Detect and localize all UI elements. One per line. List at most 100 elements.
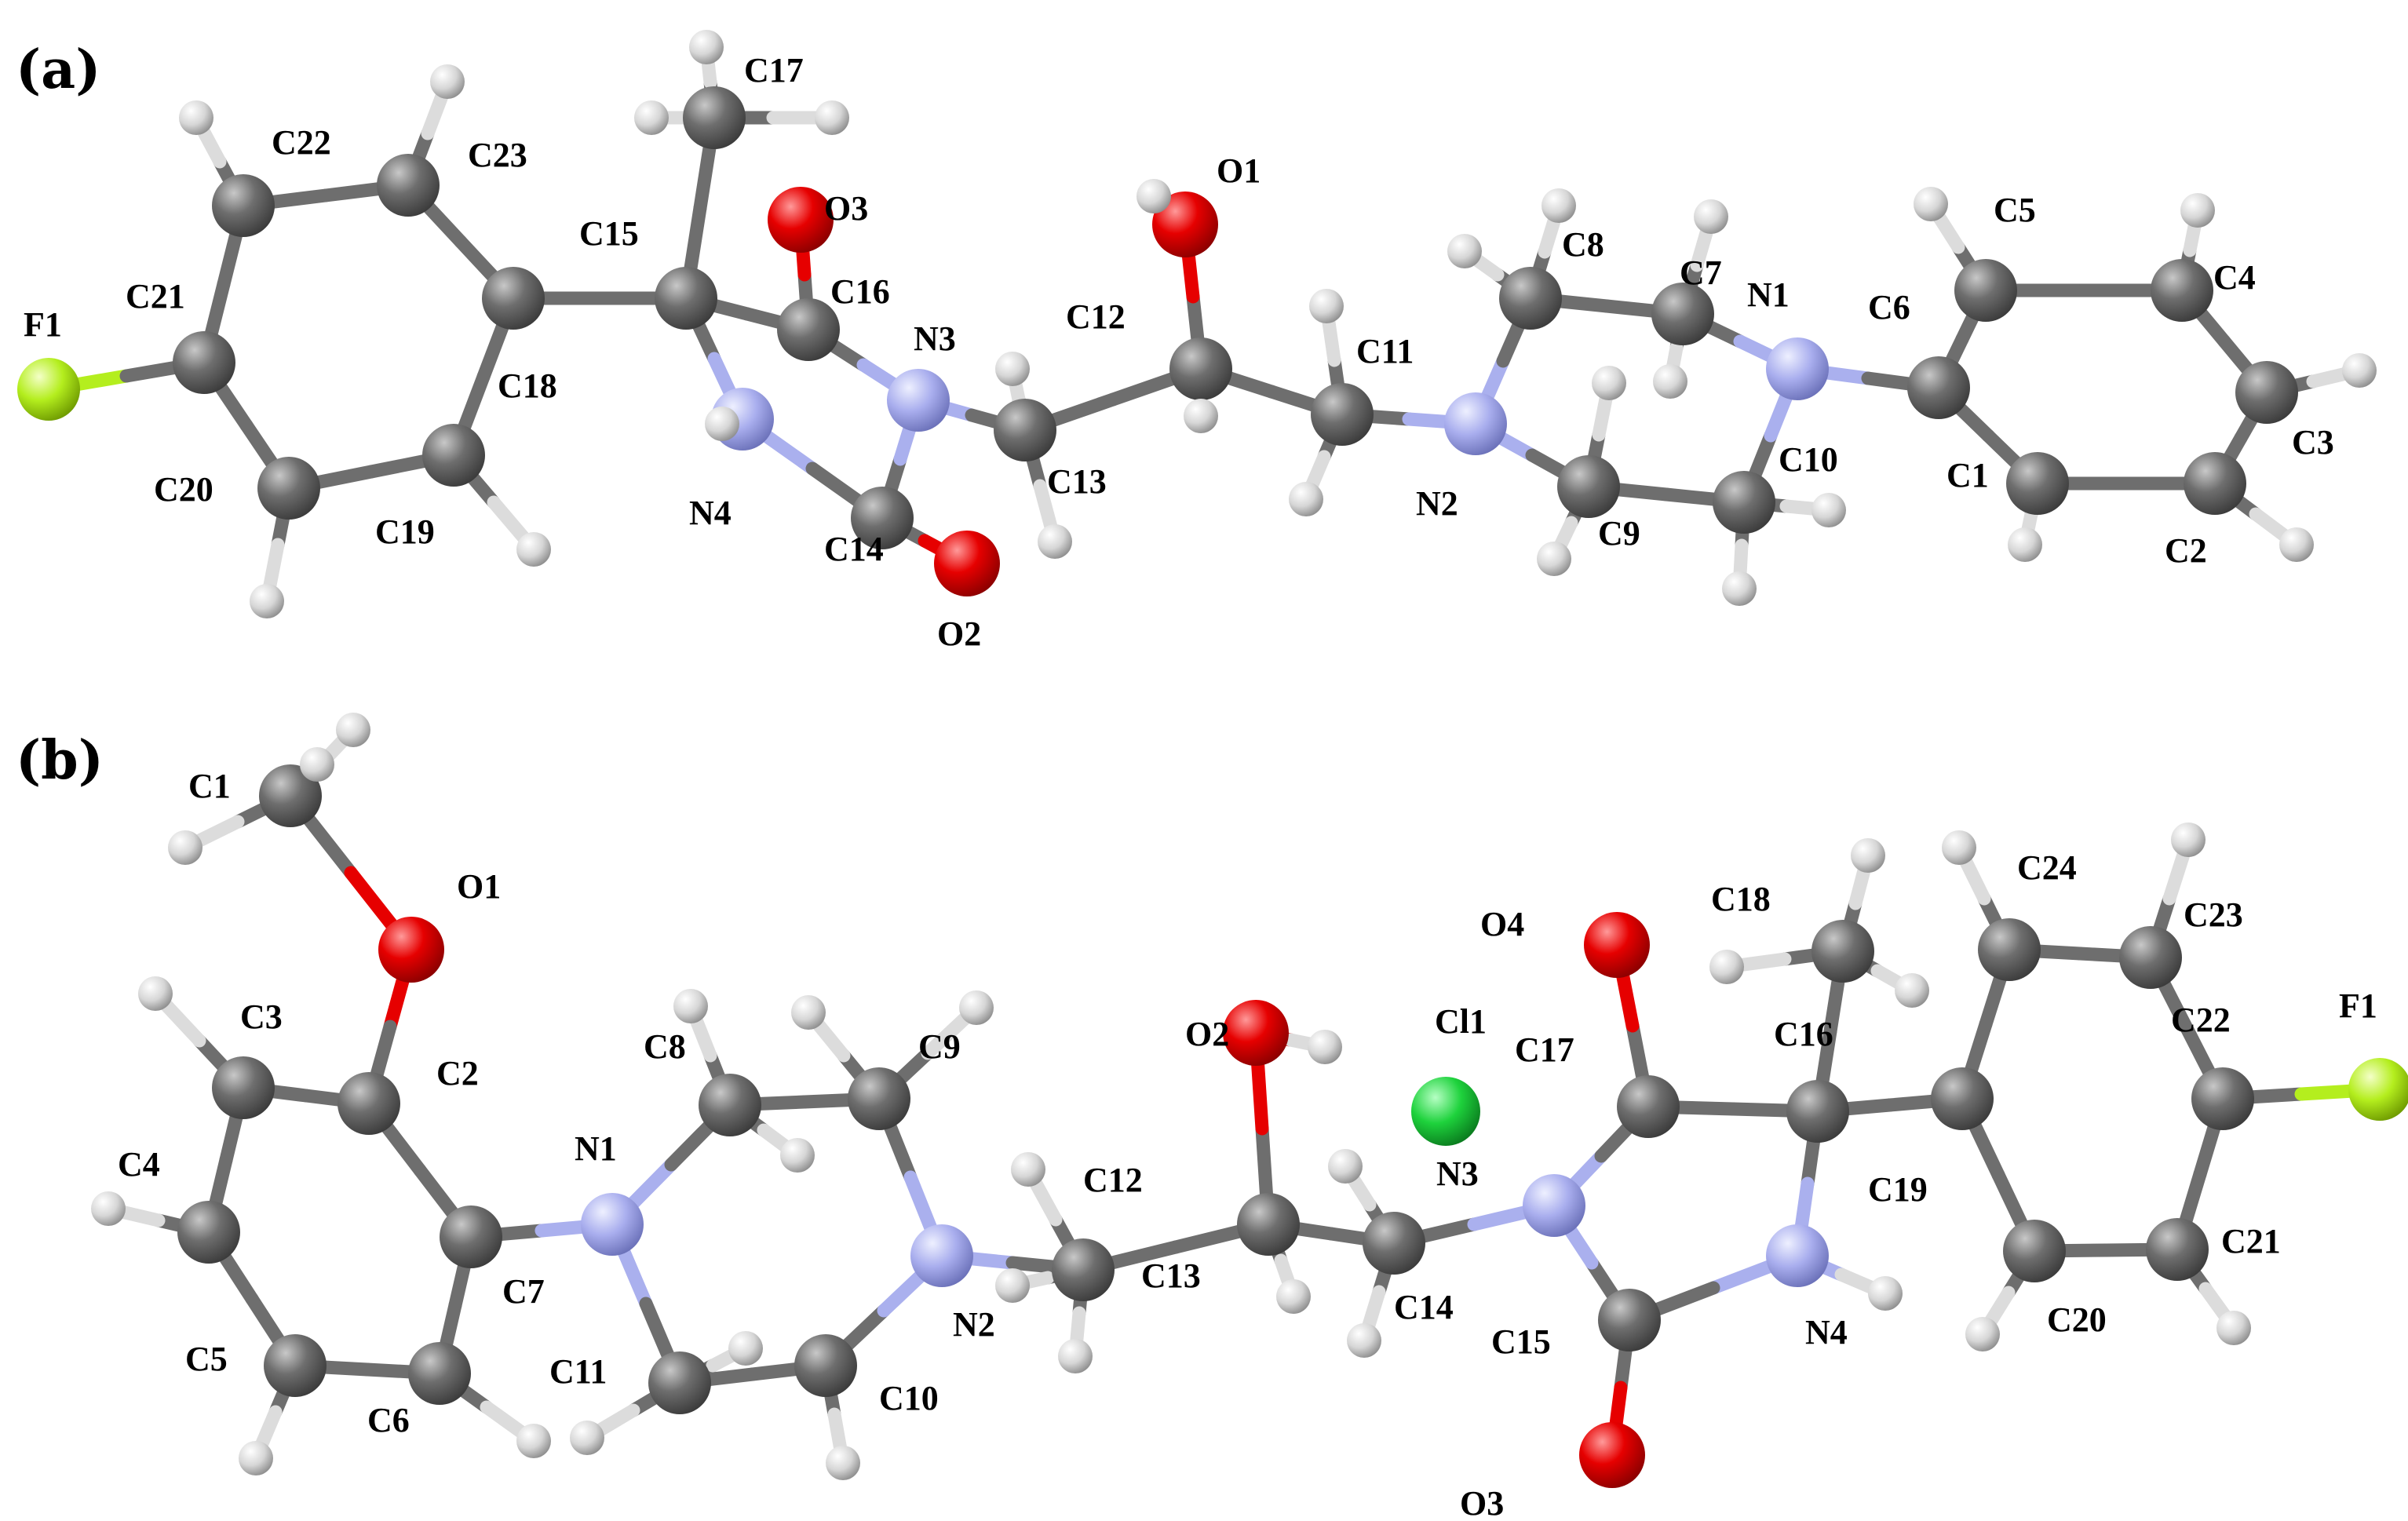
atom-label-c14: C14: [824, 530, 884, 568]
atom-ha22: [1722, 571, 1757, 606]
atom-ha23: [1914, 187, 1948, 221]
atom-hb17: [1058, 1339, 1093, 1373]
atom-label-c10: C10: [1779, 440, 1838, 479]
atom-c6: [1907, 356, 1970, 419]
atom-ha16: [1447, 234, 1482, 268]
atom-label-c22: C22: [272, 123, 331, 162]
atom-label-n1: N1: [575, 1129, 617, 1168]
atom-label-c22: C22: [2171, 1001, 2231, 1039]
atom-hb6: [239, 1441, 273, 1475]
atom-label-c24: C24: [2017, 848, 2077, 887]
atom-label-f1: F1: [2339, 987, 2377, 1025]
atom-label-c11: C11: [549, 1352, 607, 1391]
atom-label-o3: O3: [1460, 1484, 1504, 1521]
atom-label-c7: C7: [1680, 254, 1722, 292]
atom-label-n4: N4: [689, 494, 732, 532]
atom-c14: [851, 487, 914, 549]
atom-ha27: [2279, 527, 2314, 562]
atom-label-c3: C3: [240, 998, 283, 1036]
atom-label-c2: C2: [2165, 531, 2207, 570]
panel-label-b: (b): [16, 729, 104, 792]
atom-label-c17: C17: [1515, 1030, 1574, 1069]
atom-c4: [2151, 259, 2213, 322]
atom-hb16: [995, 1268, 1030, 1303]
atom-hb8: [673, 989, 708, 1023]
atom-n1: [581, 1193, 644, 1256]
atom-label-c20: C20: [2047, 1300, 2107, 1339]
atom-c9: [848, 1067, 910, 1130]
atom-ha12: [1184, 399, 1218, 433]
panel-b-atoms: [91, 713, 2408, 1488]
atom-c9: [1557, 455, 1620, 518]
atom-hb27: [2171, 823, 2206, 857]
atom-label-c15: C15: [1491, 1322, 1551, 1361]
atom-hb25: [1868, 1276, 1903, 1311]
panel-label-a: (a): [16, 38, 100, 101]
atom-c8: [699, 1074, 761, 1136]
atom-label-c13: C13: [1047, 462, 1107, 501]
atom-n3: [887, 369, 950, 432]
atom-c15: [655, 267, 717, 330]
atom-label-n3: N3: [1436, 1154, 1479, 1193]
atom-label-o2: O2: [937, 615, 981, 653]
atom-label-o4: O4: [1480, 905, 1524, 943]
atom-n2: [1444, 392, 1507, 455]
atom-label-c7: C7: [502, 1272, 545, 1311]
atom-c23: [2119, 926, 2182, 989]
atom-c13: [994, 399, 1056, 461]
atom-c13: [1237, 1193, 1300, 1256]
atom-c1: [2006, 452, 2069, 515]
atom-label-c8: C8: [1562, 225, 1604, 264]
atom-label-o2: O2: [1185, 1015, 1229, 1053]
atom-ha19: [1592, 366, 1626, 400]
atom-label-c16: C16: [1774, 1015, 1833, 1053]
atom-hb1: [336, 713, 370, 747]
atom-ha18: [1653, 364, 1687, 399]
atom-label-c5: C5: [1994, 191, 2036, 229]
atom-c22: [212, 174, 275, 237]
atom-c10: [1713, 471, 1775, 534]
atom-label-c21: C21: [126, 277, 185, 316]
atom-c16: [777, 298, 840, 361]
atom-c12: [1169, 337, 1232, 400]
atom-label-c4: C4: [118, 1145, 160, 1184]
atom-n4: [1766, 1224, 1829, 1287]
atom-label-c5: C5: [185, 1340, 228, 1378]
atom-label-n2: N2: [953, 1305, 995, 1344]
atom-f1: [17, 358, 80, 421]
atom-ha25: [2342, 353, 2377, 388]
atom-hb28: [1965, 1317, 2000, 1351]
atom-f1: [2348, 1058, 2408, 1121]
atom-c16: [1786, 1080, 1849, 1143]
atom-label-n2: N2: [1416, 484, 1458, 523]
atom-label-c15: C15: [579, 214, 639, 253]
atom-label-c6: C6: [1868, 288, 1910, 326]
atom-label-f1: F1: [24, 305, 62, 344]
atom-hb2: [168, 830, 202, 865]
atom-label-c19: C19: [1868, 1170, 1928, 1209]
atom-c5: [264, 1334, 327, 1397]
atom-c12: [1052, 1238, 1115, 1301]
atom-hb23: [1709, 950, 1744, 984]
atom-label-c8: C8: [644, 1027, 686, 1066]
atom-ha26: [2008, 527, 2042, 562]
atom-ha21: [1811, 493, 1846, 527]
atom-c5: [1954, 259, 2017, 322]
atom-c7: [1651, 283, 1714, 345]
atom-hb29: [2216, 1311, 2251, 1345]
atom-label-c19: C19: [375, 512, 435, 551]
atom-c2: [2184, 452, 2246, 515]
atom-label-c23: C23: [2184, 895, 2243, 934]
atom-c2: [337, 1072, 400, 1135]
atom-o3: [768, 187, 834, 253]
atom-c17: [683, 86, 746, 149]
atom-hb5: [91, 1191, 126, 1226]
atom-c22: [2191, 1067, 2254, 1130]
atom-ha5: [689, 30, 724, 64]
atom-c21: [2146, 1218, 2209, 1281]
atom-c18: [482, 267, 545, 330]
atom-ha3: [250, 584, 284, 618]
atom-hb13: [728, 1331, 763, 1366]
atom-hb20: [1328, 1149, 1363, 1184]
